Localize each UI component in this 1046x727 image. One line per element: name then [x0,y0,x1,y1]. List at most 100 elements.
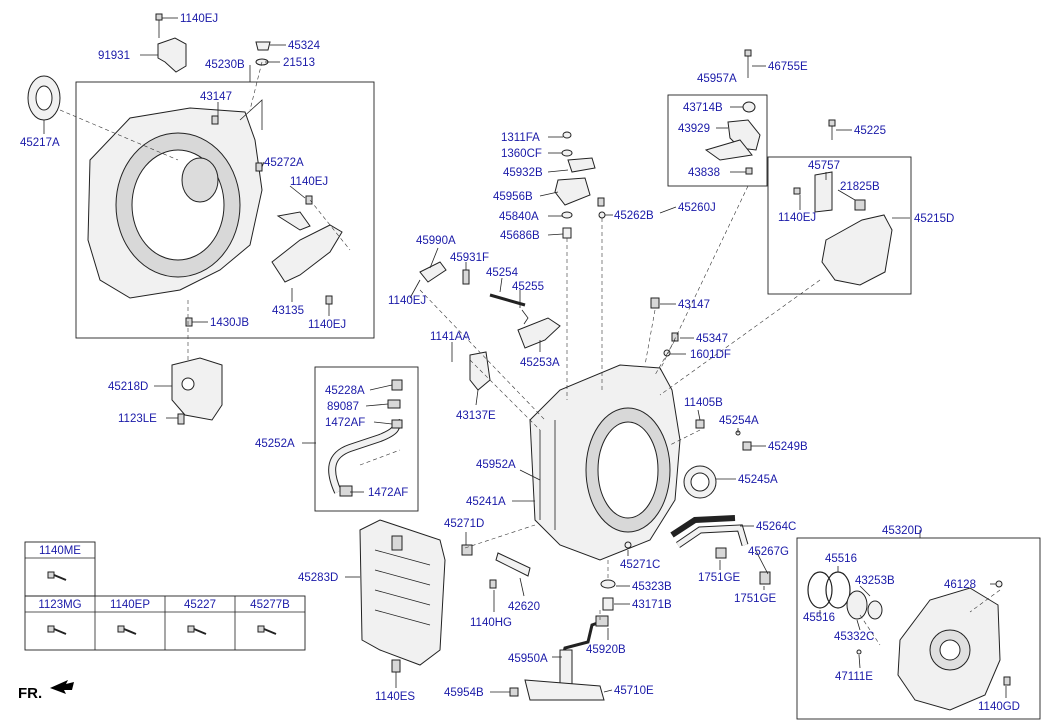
label-45271D[interactable]: 45271D [444,518,484,530]
label-1140HG[interactable]: 1140HG [470,617,512,629]
label-leaders [43,17,1007,698]
label-45225[interactable]: 45225 [854,125,886,137]
label-43929[interactable]: 43929 [678,123,710,135]
label-45228A[interactable]: 45228A [325,385,365,397]
label-45710E[interactable]: 45710E [614,685,654,697]
label-45332C[interactable]: 45332C [834,631,874,643]
label-45262B[interactable]: 45262B [614,210,654,222]
bolt-table-45227[interactable]: 45227 [184,599,216,611]
pin-45272A [255,162,263,172]
bell-housing [87,99,343,299]
label-1472AF-top[interactable]: 1472AF [325,417,365,429]
label-1141AA[interactable]: 1141AA [430,331,470,343]
label-45324[interactable]: 45324 [288,40,321,52]
label-45932B[interactable]: 45932B [503,167,543,179]
label-45920B[interactable]: 45920B [586,644,626,656]
label-1140ES[interactable]: 1140ES [375,691,415,703]
breather-hose-box [314,366,419,512]
oil-pan-45283D [359,519,446,673]
label-45249B[interactable]: 45249B [768,441,808,453]
label-45990A[interactable]: 45990A [416,235,456,247]
label-45272A[interactable]: 45272A [264,157,304,169]
label-1123LE[interactable]: 1123LE [118,413,157,425]
bolt-table: 1140ME 1123MG 1140EP 45227 45277B [24,541,306,651]
label-43137E[interactable]: 43137E [456,410,496,422]
label-1140EJ-arm[interactable]: 1140EJ [388,295,426,307]
front-arrow-icon [50,680,74,694]
label-43147-left[interactable]: 43147 [200,91,232,103]
label-45252A[interactable]: 45252A [255,438,295,450]
bolt-1140EJ-top [155,13,163,38]
label-43171B[interactable]: 43171B [632,599,672,611]
label-1140GD[interactable]: 1140GD [978,701,1020,713]
label-1751GE-a[interactable]: 1751GE [698,572,741,584]
bolt-table-1123MG[interactable]: 1123MG [38,599,81,611]
label-1311FA[interactable]: 1311FA [501,132,540,144]
label-21825B[interactable]: 21825B [840,181,880,193]
label-45957A[interactable]: 45957A [697,73,737,85]
label-45686B[interactable]: 45686B [500,230,540,242]
bolt-icon [47,571,67,581]
label-45516-a[interactable]: 45516 [825,553,857,565]
label-1472AF-bot[interactable]: 1472AF [368,487,408,499]
label-47111E[interactable]: 47111E [835,671,873,683]
label-45516-b[interactable]: 45516 [803,612,835,624]
label-45283D[interactable]: 45283D [298,572,338,584]
label-45254A[interactable]: 45254A [719,415,759,427]
label-1751GE-b[interactable]: 1751GE [734,593,777,605]
label-45245A[interactable]: 45245A [738,474,778,486]
label-45952A[interactable]: 45952A [476,459,516,471]
label-45757[interactable]: 45757 [808,160,840,172]
label-45956B[interactable]: 45956B [493,191,533,203]
label-45260J[interactable]: 45260J [678,202,716,214]
mount-parts [793,119,893,286]
label-45254[interactable]: 45254 [486,267,519,279]
label-21513[interactable]: 21513 [283,57,315,69]
lower-case-parts [461,541,632,701]
label-45840A[interactable]: 45840A [499,211,539,223]
label-1140EJ-right[interactable]: 1140EJ [778,212,816,224]
sensor-bracket-box [667,94,768,187]
label-45931F[interactable]: 45931F [450,252,489,264]
label-45271C[interactable]: 45271C [620,559,660,571]
label-45954B[interactable]: 45954B [444,687,484,699]
label-45217A[interactable]: 45217A [20,137,60,149]
label-43714B[interactable]: 43714B [683,102,723,114]
label-43253B[interactable]: 43253B [855,575,895,587]
label-45323B[interactable]: 45323B [632,581,672,593]
front-direction-indicator: FR. [18,680,74,702]
label-91931[interactable]: 91931 [98,50,130,62]
label-45218D[interactable]: 45218D [108,381,148,393]
label-1140EJ-mid[interactable]: 1140EJ [290,176,328,188]
label-43135[interactable]: 43135 [272,305,304,317]
label-45950A[interactable]: 45950A [508,653,548,665]
label-42620[interactable]: 42620 [508,601,540,613]
bolt-table-1140ME[interactable]: 1140ME [39,545,81,557]
label-45320D[interactable]: 45320D [882,525,922,537]
bolt-table-1140EP[interactable]: 1140EP [110,599,150,611]
label-1430JB[interactable]: 1430JB [210,317,249,329]
label-45230B[interactable]: 45230B [205,59,245,71]
bolt-table-45277B[interactable]: 45277B [250,599,290,611]
label-46128[interactable]: 46128 [944,579,976,591]
label-45264C[interactable]: 45264C [756,521,796,533]
label-89087[interactable]: 89087 [327,401,359,413]
label-45255[interactable]: 45255 [512,281,544,293]
bolt-1140EJ-low [325,295,333,305]
label-43838[interactable]: 43838 [688,167,720,179]
label-1601DF[interactable]: 1601DF [690,349,731,361]
label-45253A[interactable]: 45253A [520,357,560,369]
label-45347[interactable]: 45347 [696,333,728,345]
label-1140EJ-low[interactable]: 1140EJ [308,319,346,331]
label-11405B[interactable]: 11405B [684,397,723,409]
label-46755E[interactable]: 46755E [768,61,808,73]
label-43147-mid[interactable]: 43147 [678,299,710,311]
label-45241A[interactable]: 45241A [466,496,506,508]
label-1360CF[interactable]: 1360CF [501,148,542,160]
small-bracket-91931 [157,37,187,73]
dashed-leaders [59,61,1001,646]
label-45215D[interactable]: 45215D [914,213,954,225]
label-1140EJ-top[interactable]: 1140EJ [180,13,218,25]
label-45267G[interactable]: 45267G [748,546,789,558]
